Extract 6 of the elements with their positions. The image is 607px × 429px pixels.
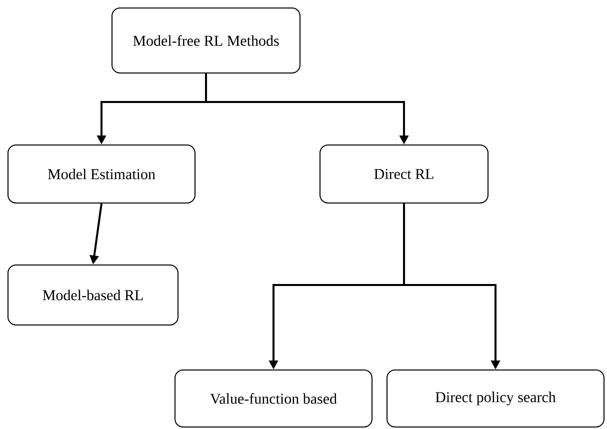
process-box: Direct RL bbox=[320, 144, 488, 204]
process-box: Model Estimation bbox=[8, 144, 196, 204]
process-box: Direct policy search bbox=[386, 370, 604, 428]
process-box: Model-free RL Methods bbox=[112, 8, 300, 74]
process-box: Model-based RL bbox=[8, 264, 178, 326]
process-box: Value-function based bbox=[174, 370, 372, 428]
